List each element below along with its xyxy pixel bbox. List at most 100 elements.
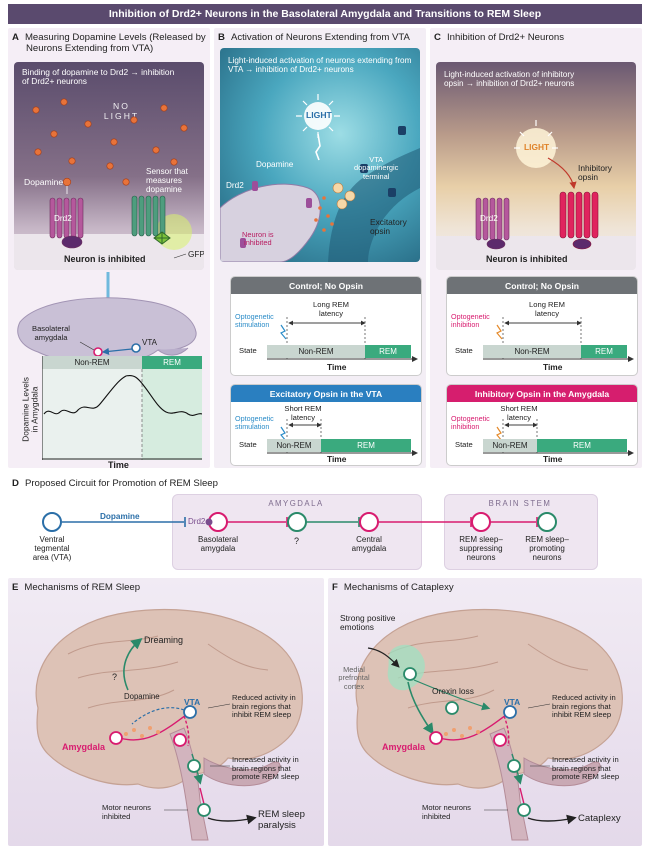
vta-label-a: VTA (142, 338, 157, 347)
c-exp-nonrem: Non-REM (483, 439, 537, 452)
sensor-line1: Sensor that (146, 167, 188, 176)
c-control-stim-line2: inhibition (451, 320, 480, 330)
dreaming-arrow (123, 637, 143, 691)
emotions-arrow (367, 647, 400, 668)
panel-b-box-text-line2: VTA → inhibition of Drd2+ neurons (228, 65, 354, 75)
paralysis-arrow (207, 814, 257, 825)
rem-region (142, 356, 202, 460)
neuron-status-c: Neuron is inhibited (486, 254, 568, 264)
gfp-barrel (153, 231, 171, 245)
vta-node-line2: tegmental (34, 543, 70, 553)
drd2-receptor-c (475, 197, 510, 250)
light-label-b: LIGHT (306, 110, 332, 120)
bla-node-line1: Basolateral (197, 535, 239, 544)
inhibitory-opsin-c (559, 191, 599, 250)
c-exp-time: Time (543, 454, 563, 464)
vta-node-e (183, 705, 197, 719)
neuron-status-a: Neuron is inhibited (64, 254, 146, 264)
reduced-e-line2: brain regions that (232, 701, 291, 711)
outcome-e-line1: REM sleep (258, 809, 305, 820)
promoting-node-line2: promoting (529, 543, 565, 553)
drd2-receptor-dot (205, 518, 213, 526)
b-control-rem: REM (365, 345, 411, 358)
vta-node (42, 512, 62, 532)
chart-rem-bar: REM (142, 356, 202, 369)
panel-b-experimental-card: Excitatory Opsin in the VTA Short REM la… (230, 384, 422, 466)
bla-node-label: Basolateral amygdala (186, 535, 250, 554)
increased-label-f: Increased activity in brain regions that… (552, 755, 620, 782)
sensor-receptor (131, 195, 166, 237)
panel-a-title-line1: Measuring Dopamine Levels (Released by (24, 32, 206, 43)
panel-a-synapse-art (14, 98, 204, 270)
mpfc-label: Medial prefrontal cortex (332, 665, 376, 691)
opsin-line1-c: Inhibitory (578, 163, 612, 173)
b-exp-header: Excitatory Opsin in the VTA (231, 385, 421, 402)
panel-a-title-line2: Neurons Extending from VTA) (26, 43, 154, 54)
outcome-label-f: Cataplexy (578, 813, 621, 824)
c-control-rem: REM (581, 345, 627, 358)
b-exp-stim: Optogenetic stimulation (235, 414, 274, 432)
motor-label-e: Motor neurons inhibited (102, 803, 151, 821)
c-control-header: Control; No Opsin (447, 277, 637, 294)
chart-nonrem-bar: Non-REM (42, 356, 142, 369)
increased-e-line3: promote REM sleep (232, 772, 300, 781)
b-control-nonrem: Non-REM (267, 345, 365, 358)
c-exp-header: Inhibitory Opsin in the Amygdala (447, 385, 637, 402)
emotions-line2: emotions (340, 622, 374, 633)
motor-node-e (197, 803, 211, 817)
amygdala-label-a: Basolateral amygdala (32, 324, 70, 342)
panel-e-brain-art (35, 608, 303, 841)
vta-node-label: Ventral tegmental area (VTA) (22, 535, 82, 563)
inhibitory-opsin-label: Inhibitory opsin (578, 163, 612, 183)
excitatory-opsin-label: Excitatory opsin (370, 217, 407, 237)
bla-node-line2: amygdala (200, 543, 236, 553)
b-control-stim: Optogenetic stimulation (235, 312, 274, 329)
vta-line3: terminal (363, 171, 390, 181)
b-exp-stim-line2: stimulation (235, 422, 270, 432)
panel-a-box-text-line2: of Drd2+ neurons (22, 76, 87, 87)
b-control-latency-line2: latency (318, 308, 344, 318)
vta-node-line1: Ventral (39, 535, 65, 544)
motor-e-line2: inhibited (102, 811, 131, 821)
panel-a-letter: A (12, 32, 19, 43)
panel-a-box-text: Binding of dopamine to Drd2 → inhibition… (22, 67, 174, 87)
outcome-label-e: REM sleep paralysis (258, 809, 305, 831)
promoting-node-label: REM sleep– promoting neurons (517, 535, 577, 563)
light-glow-c (516, 128, 556, 168)
mouse-brain-art (17, 272, 197, 363)
c-control-state: State (455, 346, 473, 355)
panel-f-letter: F (332, 582, 338, 593)
dopamine-trace (42, 356, 202, 460)
mpfc-to-amygdala-edge (407, 681, 434, 735)
increased-f-line1: Increased activity in (552, 755, 619, 764)
drd2-neuron-b (220, 183, 321, 262)
chart-xlabel: Time (108, 460, 129, 470)
vta-node-line3: area (VTA) (32, 552, 72, 562)
orexin-node (445, 701, 459, 715)
mpfc-line2: prefrontal (338, 673, 370, 683)
promoting-node-line1: REM sleep– (525, 535, 569, 544)
c-exp-stim-line1: Optogenetic (451, 414, 490, 423)
b-control-time: Time (327, 362, 347, 372)
amygdala-group-label: AMYGDALA (268, 499, 324, 508)
amygdala-node-a (93, 347, 103, 357)
b-control-state: State (239, 346, 257, 355)
vta-terminal (328, 148, 420, 262)
dopamine-dots-b (314, 196, 334, 232)
cerebellum-e (203, 757, 281, 787)
light-label-c: LIGHT (524, 142, 550, 152)
motor-label-f: Motor neurons inhibited (422, 803, 471, 821)
dreaming-label: Dreaming (144, 635, 184, 645)
suppressing-node-line1: REM sleep– (459, 535, 503, 544)
unknown-node-label: ? (294, 536, 300, 546)
c-control-stim: Optogenetic inhibition (451, 312, 490, 330)
b-exp-latency-line1: Short REM (284, 404, 322, 413)
amygdala-node-f (429, 731, 443, 745)
mpfc-node (403, 667, 417, 681)
opsin-line1-b: Excitatory (370, 217, 407, 227)
b-exp-state: State (239, 440, 257, 449)
brainstem-group-box (444, 494, 598, 570)
reduced-f-line3: inhibit REM sleep (552, 710, 612, 719)
increased-f-line3: promote REM sleep (552, 772, 620, 781)
